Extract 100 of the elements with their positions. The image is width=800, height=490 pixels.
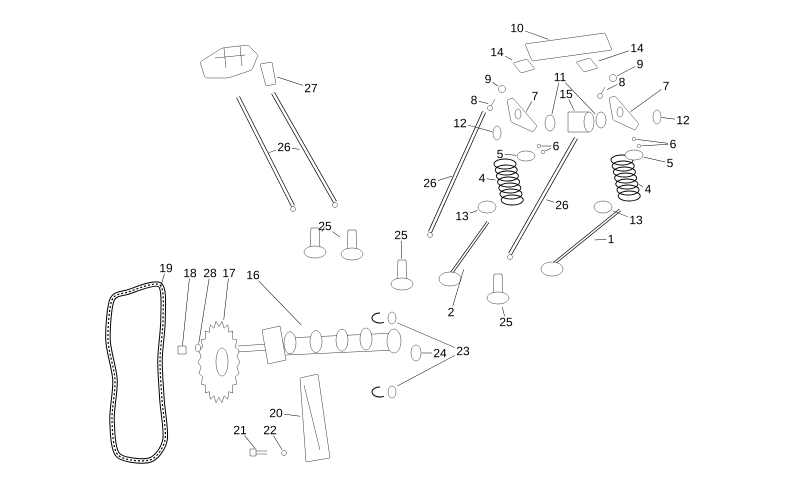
leader-line <box>182 278 190 346</box>
callout-number: 24 <box>434 348 446 358</box>
callout-number: 5 <box>497 150 503 158</box>
tappet <box>390 260 414 290</box>
leader-line <box>452 269 464 307</box>
leader-line <box>470 210 478 214</box>
ring <box>596 112 606 128</box>
collet <box>637 144 641 148</box>
collet <box>632 137 636 141</box>
leader-line <box>396 322 456 348</box>
rocker-arm <box>608 96 639 130</box>
callout-number: 28 <box>204 268 216 278</box>
sprocket <box>198 321 240 403</box>
callout-number: 27 <box>304 84 318 92</box>
callout-number: 26 <box>278 142 290 152</box>
spring-clip <box>372 312 396 324</box>
leader-line <box>643 156 666 162</box>
callout-number: 25 <box>318 222 332 230</box>
pushrod <box>507 137 578 260</box>
leader-line <box>268 150 276 153</box>
leader-line <box>545 148 552 152</box>
leader-line <box>492 82 498 86</box>
callout-number: 20 <box>270 408 282 418</box>
leader-line <box>276 76 304 86</box>
bolt <box>178 346 186 354</box>
leader-line <box>198 278 210 344</box>
valve <box>438 221 490 286</box>
leader-line <box>504 154 517 156</box>
spring-retainer <box>624 150 644 160</box>
chain <box>105 281 168 464</box>
ring <box>410 344 422 362</box>
leader-line <box>332 231 340 238</box>
leader-line <box>565 82 596 114</box>
leader-line <box>636 139 669 144</box>
callout-number: 12 <box>677 116 690 124</box>
clip <box>652 110 662 124</box>
callout-number: 13 <box>630 216 642 224</box>
spring-seat <box>594 200 612 214</box>
callout-number: 6 <box>670 140 676 148</box>
leader-line <box>552 82 560 115</box>
leader-line <box>292 148 300 150</box>
callout-number: 16 <box>247 270 260 280</box>
leader-line <box>160 273 165 288</box>
leader-line <box>258 280 302 326</box>
callout-number: 5 <box>667 158 673 168</box>
cup <box>260 62 276 86</box>
leader-line <box>524 30 549 40</box>
leader-line <box>322 226 325 232</box>
callout-number: 14 <box>491 48 504 56</box>
callout-number: 23 <box>456 346 470 356</box>
leader-line <box>616 66 636 76</box>
bolt <box>597 86 606 99</box>
block <box>576 58 598 72</box>
leader-line <box>438 176 453 181</box>
callout-number: 26 <box>424 178 436 188</box>
pushrod <box>271 92 338 208</box>
leader-line <box>396 355 456 386</box>
leader-line <box>244 435 256 449</box>
leader-line <box>612 210 628 218</box>
clip <box>492 126 502 140</box>
callout-number: 17 <box>223 268 236 278</box>
bushing <box>568 112 594 132</box>
leader-line <box>486 178 496 180</box>
ring <box>544 114 556 132</box>
leader-line <box>661 117 676 120</box>
callout-number: 7 <box>532 92 538 100</box>
callout-number: 22 <box>264 426 276 434</box>
leader-line <box>502 306 505 317</box>
rocker-shaft <box>525 32 612 62</box>
washer <box>281 450 287 456</box>
leader-line <box>504 56 513 60</box>
leader-line <box>478 100 488 104</box>
callout-number: 2 <box>448 308 454 316</box>
leader-line <box>598 50 630 62</box>
bolt <box>487 98 496 111</box>
camshaft <box>238 326 402 364</box>
leader-line <box>273 435 282 450</box>
leader-line <box>630 89 662 112</box>
leader-line <box>400 240 402 260</box>
pushrod <box>236 96 296 212</box>
nut <box>498 85 506 93</box>
leader-line <box>606 84 618 90</box>
callout-number: 9 <box>637 60 643 68</box>
callout-number: 8 <box>619 78 625 86</box>
chain-tensioner <box>300 374 330 462</box>
leader-line <box>224 278 229 320</box>
callout-number: 18 <box>184 268 196 278</box>
callout-number: 19 <box>160 264 172 272</box>
leader-line <box>568 99 575 112</box>
tappet <box>340 230 364 260</box>
valve-spring <box>494 158 524 206</box>
leader-line <box>594 239 607 240</box>
leader-line <box>284 414 300 416</box>
valve <box>540 208 621 276</box>
spring-clip <box>372 386 396 398</box>
tappet <box>486 274 510 304</box>
bolt <box>250 448 268 456</box>
valve-spring <box>610 154 641 202</box>
callout-number: 25 <box>500 318 512 326</box>
washer <box>195 344 201 352</box>
